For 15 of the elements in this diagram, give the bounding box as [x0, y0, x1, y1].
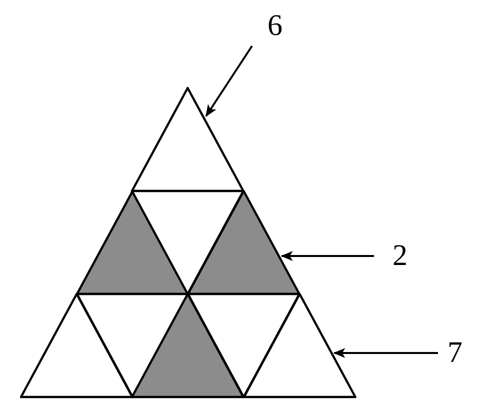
triangle-tile	[244, 294, 355, 397]
shaded-triangle	[188, 191, 300, 294]
shaded-triangle	[132, 294, 244, 397]
triangle-tile	[21, 294, 132, 397]
triangle-tile	[76, 294, 188, 397]
arrow	[333, 348, 438, 358]
triangle-tile	[132, 191, 244, 294]
number-label: 7	[443, 337, 467, 369]
number-label: 6	[263, 10, 287, 42]
shaded-triangle	[76, 191, 188, 294]
triangle-tile	[132, 88, 244, 191]
number-label: 2	[388, 240, 412, 272]
arrow	[205, 45, 253, 117]
arrow	[280, 251, 374, 261]
triangle-tile	[188, 294, 300, 397]
